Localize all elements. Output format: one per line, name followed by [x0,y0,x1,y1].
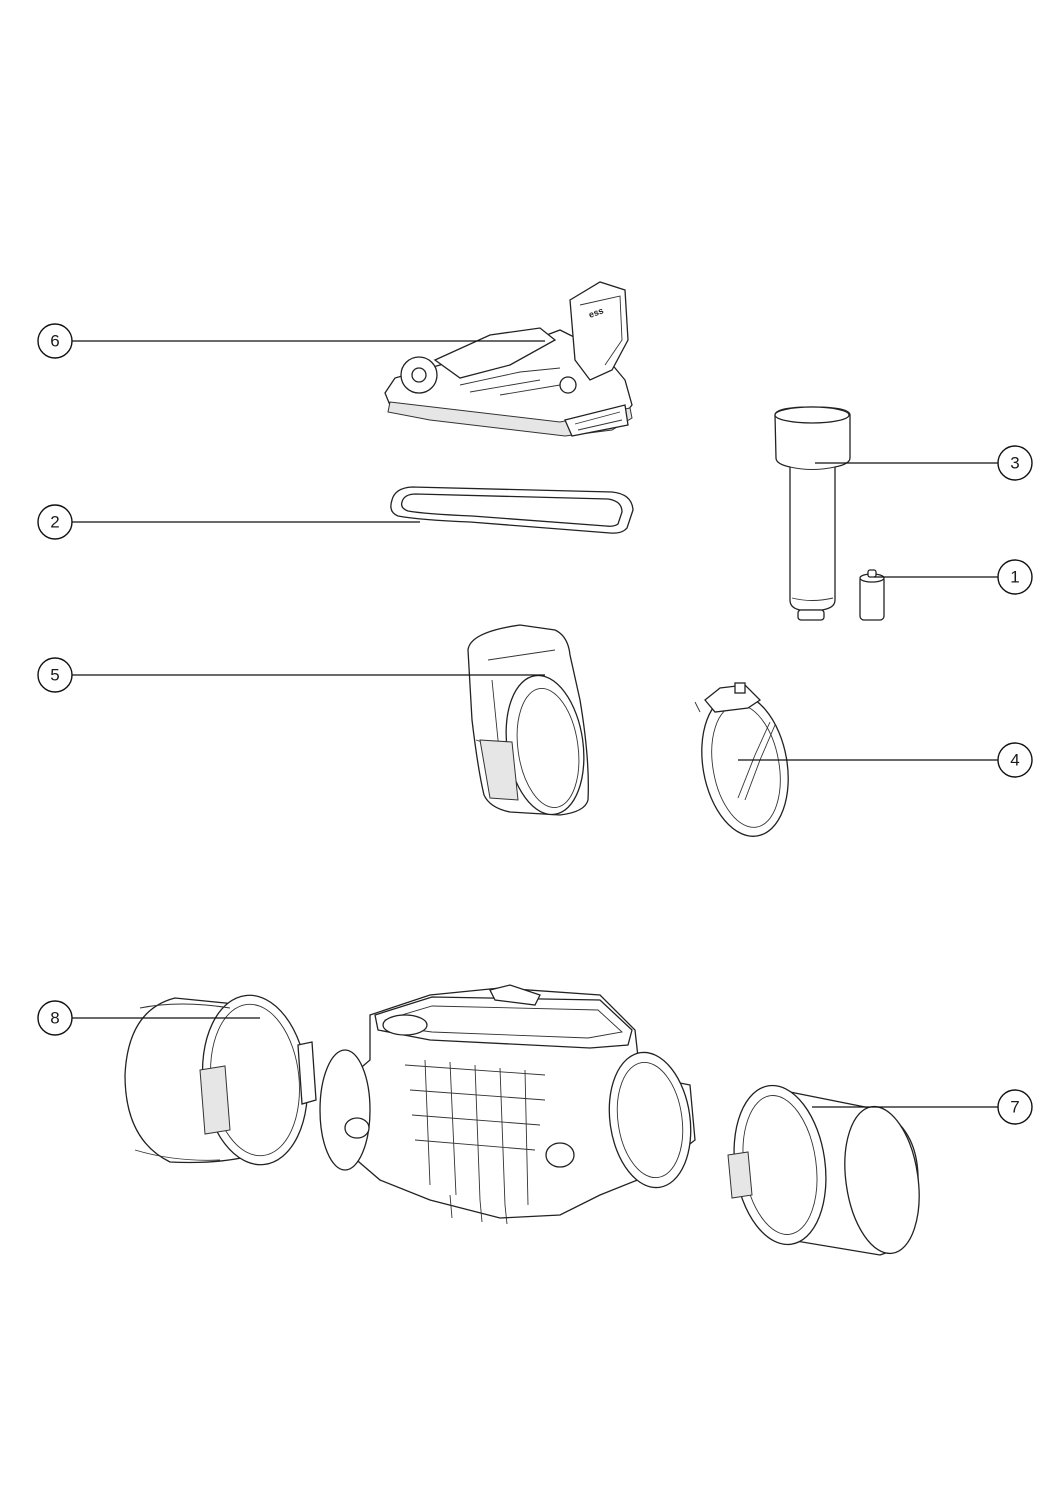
callout-7: 7 [997,1089,1033,1125]
callout-number-5: 5 [50,666,59,685]
callout-number-4: 4 [1010,751,1019,770]
callout-number-7: 7 [1010,1098,1019,1117]
callout-6: 6 [37,323,73,359]
part-cover-with-motor: ess [384,281,633,437]
callout-1: 1 [997,559,1033,595]
part-main-body [319,984,696,1225]
callout-number-6: 6 [50,332,59,351]
part-flap-housing [467,624,589,816]
callout-8: 8 [37,1000,73,1036]
part-inlet-adapter-ring [124,994,317,1166]
part-outlet-end-cap [727,1084,920,1256]
part-adapter-tool [774,406,851,621]
part-lid-gasket [390,486,634,534]
callout-3: 3 [997,445,1033,481]
logo-text: ess [587,305,605,320]
callout-number-2: 2 [50,513,59,532]
callout-2: 2 [37,504,73,540]
callout-number-8: 8 [50,1009,59,1028]
callout-number-1: 1 [1010,568,1019,587]
part-flap-valve [694,682,789,837]
callout-number-3: 3 [1010,454,1019,473]
part-battery [859,569,885,621]
leader-lines [72,340,998,1108]
callout-5: 5 [37,657,73,693]
callout-4: 4 [997,742,1033,778]
